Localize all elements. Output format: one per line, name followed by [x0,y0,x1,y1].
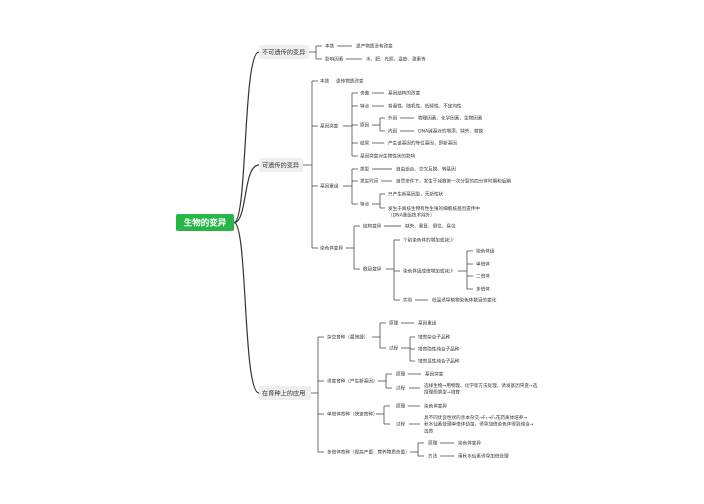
branch-label-1: 不可遗传的变异 [262,49,305,57]
nh-essence-label: 本质 [325,43,335,50]
gene-mutation-label: 基因突变 [320,123,339,130]
hb-process-label: 过程 [389,345,399,352]
cv-genome: 染色体组 [476,248,495,255]
hb-heterozygous: 培育杂合子品种 [418,334,451,341]
gm-feature-label: 特点 [360,103,370,110]
gr-type-detail: 自由组合、交叉互换、转基因 [396,166,456,173]
gm-external-label: 外因 [388,115,398,122]
gr-time-label: 发生时间 [360,178,379,185]
gm-meaning-detail: 基因结构的改变 [388,90,421,97]
cv-set: 染色体组成倍增加或减少 [403,268,454,275]
nh-essence-detail: 遗产物质没有改变 [356,43,393,50]
gm-feature-detail: 普遍性、随机性、低频性、不定向性 [388,103,462,110]
branch-curve [233,51,260,224]
branch-curve [233,221,260,394]
nh-factors-label: 影响因素 [325,56,344,63]
gm-internal-label: 内因 [388,128,398,135]
gr-type-label: 类型 [360,166,370,173]
hybrid-breed-label: 杂交育种（最简捷） [327,334,368,341]
pp-method-label: 方法 [428,453,438,460]
branch-node-2[interactable] [259,158,303,172]
polyploid-breed-label: 多倍体育种（提高产量、营养物质含量） [327,449,410,456]
hp-principle-detail: 染色体变异 [424,403,447,410]
mb-process-label: 过程 [396,385,406,392]
h-essence-detail: 遗传物质改变 [336,78,364,85]
hb-recessive: 培育隐性纯合子品种 [418,346,460,353]
root-node[interactable] [176,214,234,231]
gm-meaning-label: 含義 [360,90,370,97]
cv-diploid: 二倍体 [476,273,490,280]
hp-process-detail: 具不同优良性状的亲本杂交→F₁→F₁花药离体培养→秋水仙素处理单倍体幼苗，诱导加… [424,414,534,434]
gr-feature-label: 特点 [360,201,370,208]
mb-principle-detail: 基因突变 [425,371,444,378]
hb-principle-detail: 基因重组 [418,320,437,327]
mb-principle-label: 原理 [396,372,406,378]
gm-cause-label: 原因 [360,123,370,129]
gene-recomb-label: 基因重组 [320,183,339,190]
branch-label-2: 可遗传的变异 [262,162,299,170]
cv-haploid: 单倍体 [476,261,490,268]
hb-dominant: 培育显性纯合子品种 [418,358,460,365]
gr-feature-1: 只产生新基因型，无新性状 [388,191,444,198]
hp-process-label: 过程 [396,421,406,428]
gm-internal-detail: DNA碱基对的增添、缺失、替换 [418,128,484,135]
haploid-breed-label: 单倍体育种（快速育种） [327,411,378,418]
branch-node-3[interactable] [259,386,311,400]
cv-experiment-label: 实验 [403,297,413,304]
branch-curve [233,164,260,224]
branch-label-3: 在育种上的应用 [262,390,305,398]
pp-principle-detail: 染色体变异 [458,440,481,447]
gr-feature-2: 发生于真核生物有性生殖的细胞核基因遗传中（DNA重组技术除外） [388,205,480,219]
chrom-var-label: 染色体变异 [320,245,343,252]
cv-structure-label: 结构变异 [363,223,382,230]
gm-result-detail: 产生该基因的等位基因，即新基因 [388,140,457,147]
gm-result-label: 结果 [360,140,370,147]
pp-method-detail: 用秋水仙素诱导加倍处理 [458,453,509,460]
cv-experiment-detail: 低温诱导植物染色体数目的变化 [432,297,497,304]
mb-process-detail: 选择生物→用物理、化学等方法处理，诱发基因突变→选择理想类型→培育 [424,382,538,396]
cv-structure-detail: 缺失、重复、倒位、易位 [405,223,456,230]
gr-time-detail: 自然条件下，发生于减数第一次分裂的四分体时期和后期 [396,178,511,185]
gm-effect-label: 基因突变对生物性状的影响 [360,153,416,160]
cv-polyploid: 多倍体 [476,286,490,293]
cv-number-label: 数目变异 [363,266,382,273]
cv-individual: 个别染色体的增加或减少 [403,237,454,244]
mindmap-connectors [233,45,473,457]
nh-factors-detail: 水、肥、光照、温度、激素等 [366,56,426,63]
branch-node-1[interactable] [259,45,309,59]
gm-external-detail: 物理因素、化学因素、生物因素 [418,115,483,122]
mutation-breed-label: 诱变育种（产生新基因） [327,378,378,385]
hp-principle-label: 原理 [396,404,406,410]
root-label: 生物的变异 [184,218,227,229]
pp-principle-label: 原理 [428,441,438,447]
hb-principle-label: 原理 [389,321,399,327]
h-essence-label: 本质 [320,78,330,85]
